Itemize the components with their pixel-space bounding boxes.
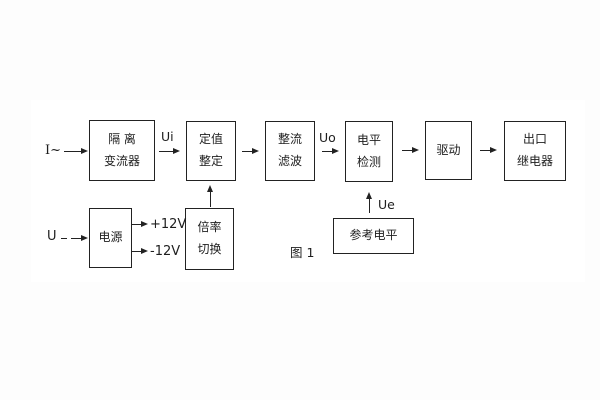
block-label: 切换 [197,242,222,256]
block-label: 整流 [277,132,302,147]
block-label: 电平 [356,132,381,147]
block-setting-adjust: 定值 整定 [186,121,236,181]
block-label: 出口 [522,132,547,147]
arrow-power-plus-12v [132,221,148,227]
arrow-input-current-to-isolation [64,148,88,154]
line-input-voltage [61,238,67,239]
arrow-ratio-switch-to-setting [207,185,213,207]
block-label: 整定 [198,154,223,168]
block-label: 倍率 [197,220,222,235]
block-output-relay: 出口 继电器 [504,121,566,181]
label-input-voltage: U [47,229,57,244]
block-label: 参考电平 [349,228,398,243]
block-reference-level: 参考电平 [333,218,414,254]
block-label: 变流器 [103,153,140,168]
arrow-reference-to-level-detect [366,192,372,213]
label-uo: Uo [319,130,336,145]
arrow-isolation-to-setting [159,148,180,154]
block-label: 继电器 [516,154,553,168]
block-label: 定值 [198,132,223,147]
arrow-power-minus-12v [132,248,148,254]
block-isolation-transformer: 隔 离 变流器 [89,120,155,181]
block-drive: 驱动 [425,121,472,180]
label-minus-12v: -12V [150,244,181,259]
block-label: 驱动 [436,142,461,157]
block-level-detect: 电平 检测 [345,121,393,182]
block-label: 检测 [356,154,381,169]
block-label: 电源 [98,230,123,245]
label-plus-12v: +12V [150,217,187,232]
arrow-drive-to-output-relay [480,147,497,153]
arrow-input-voltage-to-power [71,235,88,241]
label-ui: Ui [161,129,174,144]
figure-caption: 图 1 [290,245,315,260]
label-ue: Ue [378,197,395,212]
arrow-rectify-to-level-detect [322,148,339,154]
block-ratio-switch: 倍率 切换 [185,208,234,270]
block-power-supply: 电源 [89,208,132,268]
block-label: 滤波 [277,154,302,168]
arrow-setting-to-rectify [242,148,259,154]
block-label: 隔 离 [108,131,136,146]
block-rectify-filter: 整流 滤波 [265,121,315,181]
label-input-current: I~ [45,143,62,158]
arrow-level-detect-to-drive [402,147,419,153]
